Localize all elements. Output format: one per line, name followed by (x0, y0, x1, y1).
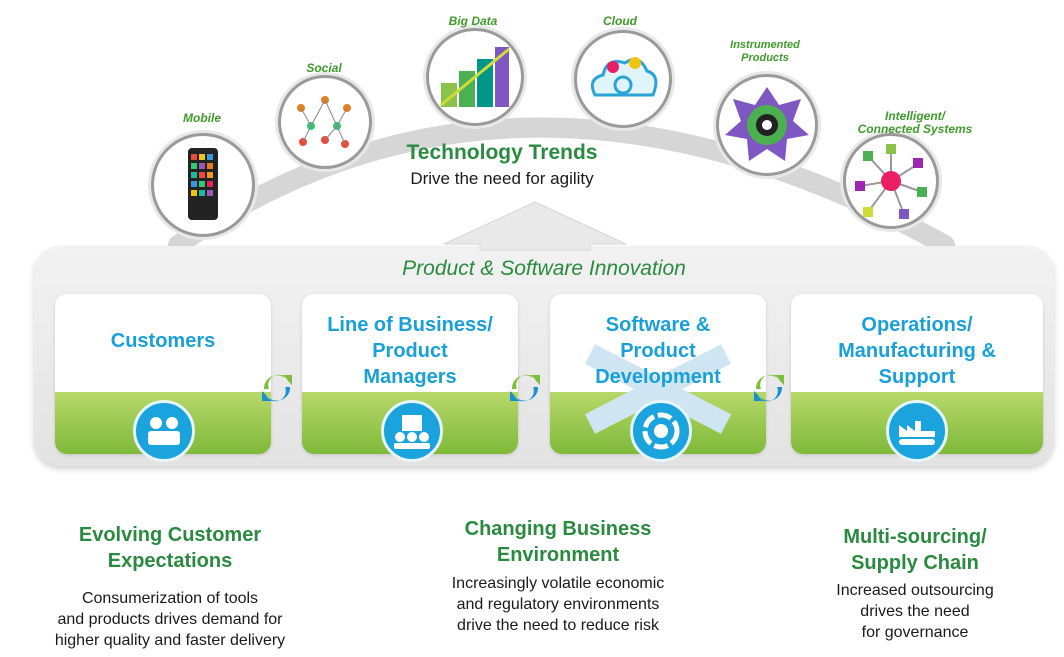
customers-icon (133, 400, 195, 462)
trend-social (278, 75, 372, 169)
trend-label-mobile: Mobile (183, 111, 221, 125)
cloud-icon (590, 57, 658, 97)
up-arrow-icon (443, 201, 627, 251)
factory-icon (886, 400, 948, 462)
trends-arc (168, 117, 955, 255)
trend-mobile (151, 133, 255, 237)
trend-label-cloud: Cloud (603, 14, 637, 28)
development-cycle-icon (630, 400, 692, 462)
trend-cloud (574, 30, 672, 128)
business-managers-icon (381, 400, 443, 462)
ghost-x-icon (584, 344, 732, 434)
mobile-phone-icon (188, 148, 218, 220)
challenge-desc-supply-chain: Increased outsourcing drives the need fo… (836, 582, 994, 641)
sync-arrows-icon (754, 374, 784, 402)
big-data-cubes-icon (440, 47, 510, 107)
challenge-title-business: Changing Business Environment (464, 518, 652, 566)
technology-trends-subtitle: Drive the need for agility (410, 169, 594, 188)
challenge-desc-customer: Consumerization of tools and products dr… (54, 590, 286, 649)
trend-label-connected-systems: Intelligent/ Connected Systems (857, 109, 973, 136)
stage-label-business: Line of Business/ Product Managers (327, 314, 493, 388)
challenge-title-customer: Evolving Customer Expectations (78, 524, 262, 572)
trend-instrumented-products (716, 74, 818, 176)
trend-label-social: Social (306, 61, 342, 75)
innovation-title: Product & Software Innovation (402, 257, 686, 280)
stage-label-customers: Customers (110, 330, 216, 352)
connected-systems-icon (855, 144, 927, 219)
technology-trends-title: Technology Trends (406, 141, 598, 164)
stage-label-development: Software & Product Development (595, 314, 721, 388)
trend-connected-systems (843, 133, 939, 229)
sync-arrows-icon (510, 374, 540, 402)
trend-label-instrumented-products: Instrumented Products (730, 39, 800, 64)
trend-label-big-data: Big Data (448, 14, 498, 28)
stage-card-development: Software & Product Development (550, 294, 766, 454)
challenge-desc-business: Increasingly volatile economic and regul… (451, 575, 665, 634)
trend-big-data (426, 28, 524, 126)
social-network-icon (297, 96, 351, 148)
stage-label-operations: Operations/ Manufacturing & Support (838, 314, 996, 388)
challenge-title-supply-chain: Multi-sourcing/ Supply Chain (843, 526, 987, 574)
sync-arrows-icon (262, 374, 292, 402)
instrumented-product-icon (725, 87, 809, 161)
